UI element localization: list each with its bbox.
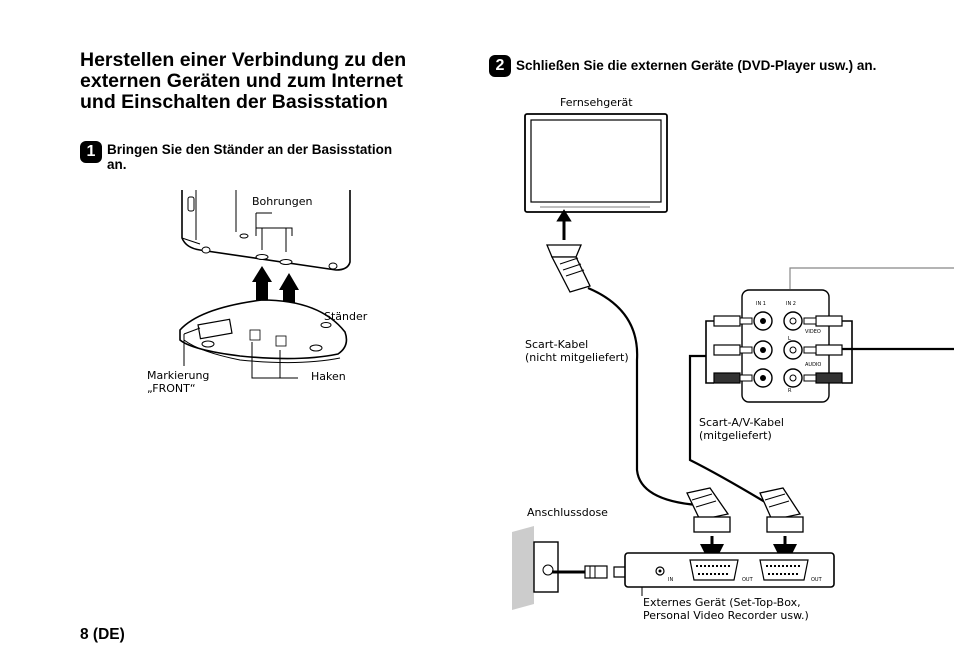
label-scart-kabel-line-1: Scart-Kabel bbox=[525, 338, 589, 351]
step-2-badge: 2 bbox=[489, 55, 511, 77]
av-panel-labels: IN 1 IN 2 VIDEO AUDIO L R bbox=[756, 301, 821, 394]
step-1-leader-lines bbox=[183, 212, 298, 379]
label-externes-geraet: Externes Gerät (Set-Top-Box, Personal Vi… bbox=[643, 596, 809, 622]
heading-line-3: und Einschalten der Basisstation bbox=[80, 91, 388, 113]
stand-illustration bbox=[179, 299, 348, 364]
step-2-text: Schließen Sie die externen Geräte (DVD-P… bbox=[516, 58, 877, 73]
label-in2: IN 2 bbox=[786, 301, 796, 307]
label-bohrungen: Bohrungen bbox=[252, 195, 313, 208]
base-station-illustration bbox=[181, 190, 351, 271]
step-1-badge: 1 bbox=[80, 141, 102, 163]
label-externes-line-2: Personal Video Recorder usw.) bbox=[643, 609, 809, 622]
step-2-instruction: 2 Schließen Sie die externen Geräte (DVD… bbox=[489, 55, 949, 77]
rca-plugs-right bbox=[803, 315, 853, 384]
label-device-out-1: OUT bbox=[742, 577, 754, 583]
label-device-in: IN bbox=[668, 577, 673, 583]
rca-plugs-left bbox=[705, 315, 753, 384]
step-1-text: Bringen Sie den Ständer an der Basisstat… bbox=[107, 142, 392, 172]
tv-illustration bbox=[524, 113, 668, 213]
label-scart-kabel-line-2: (nicht mitgeliefert) bbox=[525, 351, 629, 364]
label-scart-av-line-2: (mitgeliefert) bbox=[699, 429, 772, 442]
heading-line-1: Herstellen einer Verbindung zu den bbox=[80, 49, 407, 71]
label-in1: IN 1 bbox=[756, 301, 766, 307]
section-heading: Herstellen einer Verbindung zu den exter… bbox=[80, 50, 460, 113]
label-markierung: Markierung „FRONT“ bbox=[147, 369, 209, 395]
label-externes-line-1: Externes Gerät (Set-Top-Box, bbox=[643, 596, 801, 609]
scart-plug-device-2 bbox=[759, 487, 804, 533]
label-markierung-line-1: Markierung bbox=[147, 369, 210, 382]
label-staender: Ständer bbox=[324, 310, 368, 323]
label-markierung-line-2: „FRONT“ bbox=[147, 382, 196, 395]
label-scart-av-kabel: Scart-A/V-Kabel (mitgeliefert) bbox=[699, 416, 784, 442]
heading-line-2: externen Geräten und zum Internet bbox=[80, 70, 403, 92]
scart-av-cable bbox=[688, 354, 771, 506]
scart-plug-device-1 bbox=[686, 487, 731, 533]
label-l: L bbox=[788, 336, 791, 342]
device-port-labels: IN OUT OUT bbox=[668, 577, 823, 583]
label-r: R bbox=[788, 388, 792, 394]
label-fernsehgeraet: Fernsehgerät bbox=[560, 96, 633, 109]
scart-cable bbox=[587, 286, 698, 507]
page-number: 8 (DE) bbox=[80, 626, 125, 643]
scart-plug-tv bbox=[546, 244, 591, 293]
label-haken: Haken bbox=[311, 370, 346, 383]
step-1-instruction: 1 Bringen Sie den Ständer an der Basisst… bbox=[80, 141, 460, 172]
label-video: VIDEO bbox=[805, 329, 821, 335]
label-anschlussdose: Anschlussdose bbox=[527, 506, 608, 519]
panel-bracket-line bbox=[789, 267, 954, 289]
external-device-illustration bbox=[624, 552, 835, 588]
wall-socket-illustration bbox=[512, 526, 559, 610]
label-device-out-2: OUT bbox=[811, 577, 823, 583]
step-1-text-line-1: Bringen Sie den Ständer an der Basisstat… bbox=[107, 142, 393, 157]
label-audio: AUDIO bbox=[805, 362, 821, 368]
tv-input-arrow bbox=[556, 209, 572, 240]
label-scart-kabel: Scart-Kabel (nicht mitgeliefert) bbox=[525, 338, 629, 364]
label-scart-av-line-1: Scart-A/V-Kabel bbox=[699, 416, 784, 429]
step-1-text-line-2: an. bbox=[107, 157, 127, 172]
